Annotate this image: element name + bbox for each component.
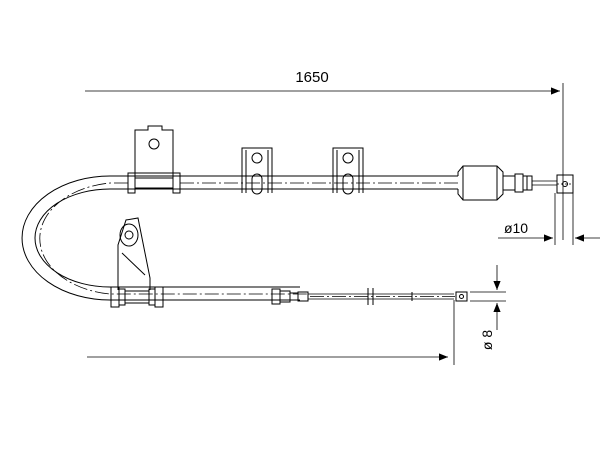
lower-dimension <box>87 300 455 365</box>
cable-sheath <box>21 175 458 301</box>
length-dimension: 1650 <box>85 69 564 240</box>
lower-bracket <box>117 217 151 290</box>
mounting-bracket-left <box>127 125 181 194</box>
lower-clamp <box>110 286 164 308</box>
diameter-inner-label: ø 8 <box>479 330 495 350</box>
diameter-inner-dimension: ø 8 <box>470 265 506 350</box>
sheath-inner-edge <box>34 188 300 288</box>
diameter-outer-dimension: ø10 <box>498 193 600 245</box>
sheath-centerline <box>39 182 310 295</box>
end-fitting-right <box>457 165 574 201</box>
diameter-outer-label: ø10 <box>504 220 528 236</box>
sheath-outer-edge <box>21 175 300 301</box>
length-label: 1650 <box>295 69 328 86</box>
mounting-bracket-middle <box>241 147 273 195</box>
cable-tail <box>271 288 468 305</box>
mounting-bracket-right <box>332 147 364 195</box>
